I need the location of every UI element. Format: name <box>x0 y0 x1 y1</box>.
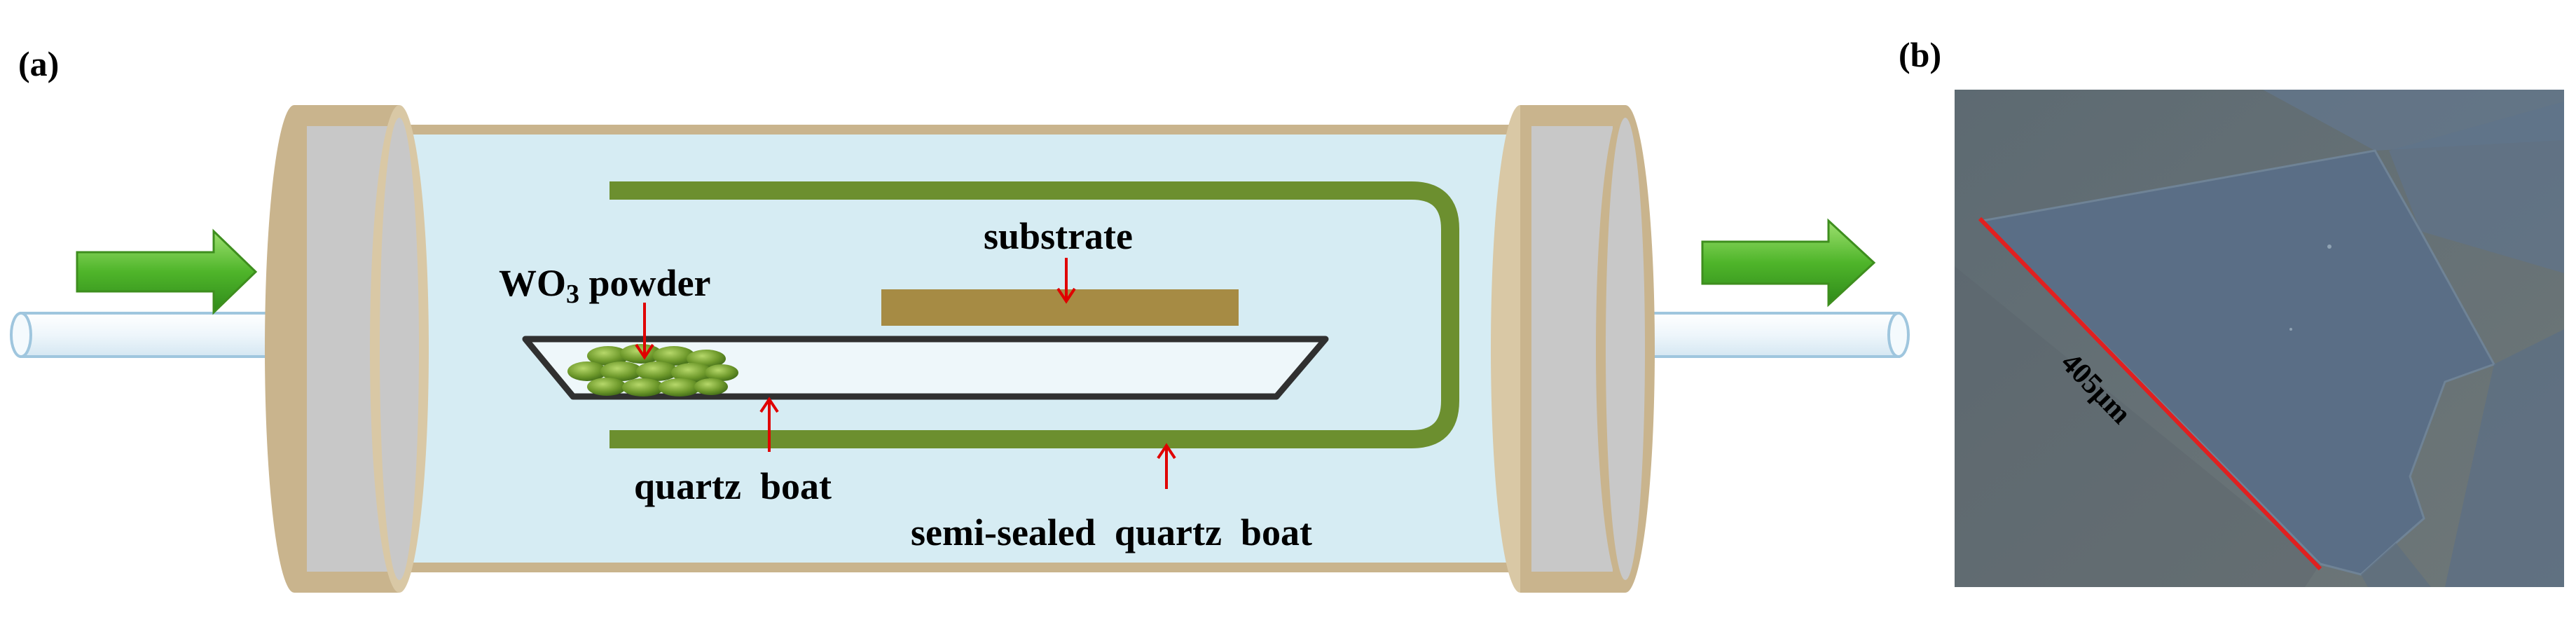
quartz-boat <box>522 336 1329 400</box>
label-substrate: substrate <box>984 215 1133 257</box>
optical-micrograph: 405μm <box>1955 90 2564 587</box>
panel-a: (a) <box>10 44 1910 593</box>
inlet-pipe <box>10 312 303 358</box>
scale-line <box>1978 216 2322 571</box>
left-flange <box>265 105 429 593</box>
right-flange <box>1491 105 1655 593</box>
label-quartz-boat: quartz boat <box>634 465 832 507</box>
label-arrows <box>635 258 1176 489</box>
substrate-pointer-arrow-icon <box>1056 258 1076 304</box>
gas-inlet-arrow-icon <box>76 228 258 315</box>
panel-a-tag: (a) <box>18 44 59 83</box>
outlet-pipe <box>1634 312 1910 358</box>
label-semi-sealed-quartz-boat: semi-sealed quartz boat <box>911 511 1312 553</box>
substrate <box>881 289 1239 326</box>
wo3-powder <box>567 344 738 397</box>
semi-boat-pointer-arrow-icon <box>1157 443 1176 489</box>
quartz-boat-pointer-arrow-icon <box>759 397 779 452</box>
panel-b-tag: (b) <box>1899 35 1941 74</box>
label-wo3-powder: WO3 powder <box>499 262 711 309</box>
semi-sealed-quartz-boat <box>609 181 1459 448</box>
powder-pointer-arrow-icon <box>635 303 654 360</box>
panel-b: (b) 405μm <box>1899 35 2564 587</box>
gas-outlet-arrow-icon <box>1701 218 1876 308</box>
